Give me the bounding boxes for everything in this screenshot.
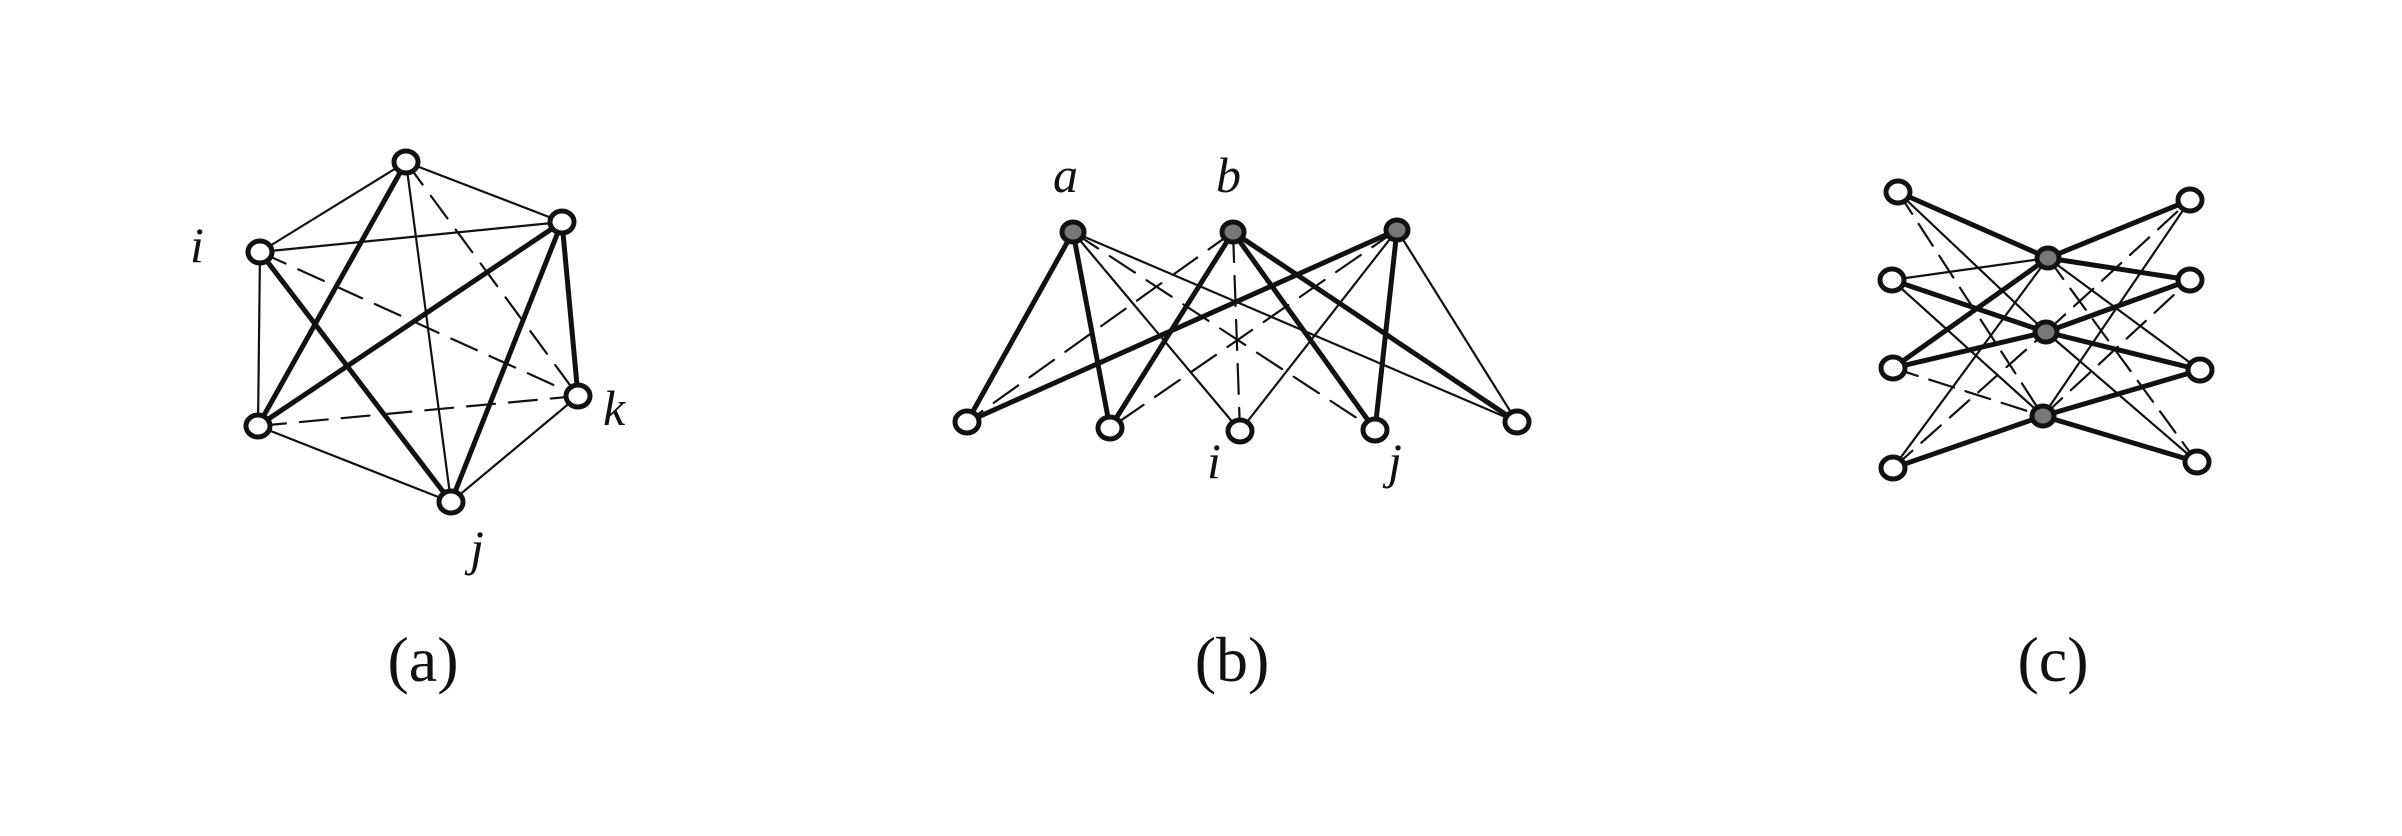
edge-c-right-2-2 <box>2040 367 2203 419</box>
edge-c-right-0-0 <box>2045 197 2193 261</box>
edge-c-right-1-0 <box>2044 198 2192 334</box>
panel-b-label-i: i <box>1207 433 1221 489</box>
edge-a-0-2 <box>404 160 564 224</box>
edge-a-1-5 <box>257 249 454 505</box>
node-b-3 <box>1360 416 1390 444</box>
edge-b-0-4 <box>1071 230 1519 424</box>
node-c-left-0 <box>1883 178 1913 206</box>
node-c-left-2 <box>1878 354 1908 382</box>
panel-a-edges <box>255 159 581 505</box>
edge-b-2-3 <box>1372 227 1400 433</box>
node-a-3 <box>243 412 273 440</box>
node-a-0 <box>391 148 421 176</box>
edge-a-3-4 <box>256 394 580 428</box>
hub-c-1 <box>2032 319 2060 345</box>
node-c-right-1 <box>2175 266 2205 294</box>
node-c-left-1 <box>1877 266 1907 294</box>
panel-c-caption: (c) <box>2017 624 2089 695</box>
edge-b-0-3 <box>1071 230 1377 432</box>
node-b-1 <box>1095 414 1125 442</box>
hub-c-0 <box>2034 245 2062 271</box>
node-a-2 <box>547 208 577 236</box>
edge-a-2-3 <box>255 219 565 429</box>
edge-c-left-3-2 <box>1890 413 2046 471</box>
panel-b-caption: (b) <box>1194 624 1270 695</box>
node-b-2 <box>1225 417 1255 445</box>
node-c-right-3 <box>2182 448 2212 476</box>
hub-b-0 <box>1059 219 1087 245</box>
edge-b-2-0 <box>964 227 1400 425</box>
graph-nodes <box>243 148 2215 516</box>
node-a-4 <box>563 382 593 410</box>
edge-c-left-1-1 <box>1889 277 2049 335</box>
edge-c-left-0-1 <box>1896 190 2048 334</box>
edge-c-left-0-0 <box>1895 189 2051 261</box>
edge-a-2-4 <box>559 219 581 399</box>
edge-b-2-1 <box>1108 228 1399 430</box>
edge-c-right-0-2 <box>2046 256 2202 372</box>
edge-c-right-2-0 <box>2041 198 2192 418</box>
edge-a-1-2 <box>258 220 564 254</box>
edge-b-1-2 <box>1231 230 1242 433</box>
edge-c-right-2-1 <box>2041 278 2192 418</box>
hub-b-2 <box>1383 217 1411 243</box>
edge-c-right-1-2 <box>2043 329 2203 373</box>
edge-c-right-1-3 <box>2044 330 2199 464</box>
edge-b-1-3 <box>1230 229 1378 433</box>
node-b-0 <box>952 408 982 436</box>
node-c-left-3 <box>1878 454 1908 482</box>
edge-b-1-0 <box>965 230 1235 424</box>
edge-c-left-3-1 <box>1891 330 2048 470</box>
edge-c-right-2-3 <box>2040 413 2200 465</box>
hub-c-2 <box>2029 403 2057 429</box>
edge-a-0-3 <box>255 159 409 429</box>
edge-c-left-1-0 <box>1890 256 2050 282</box>
panel-a-label-k: k <box>603 380 626 436</box>
edge-a-4-5 <box>449 394 580 504</box>
panel-b-edges <box>964 227 1520 433</box>
edge-c-left-2-2 <box>1891 366 2045 418</box>
node-b-4 <box>1502 408 1532 436</box>
edge-c-right-0-3 <box>2046 256 2199 464</box>
edge-a-2-5 <box>448 219 565 505</box>
node-c-right-2 <box>2185 356 2215 384</box>
edge-b-2-2 <box>1238 228 1399 433</box>
edge-c-right-0-1 <box>2045 255 2193 283</box>
edge-b-2-4 <box>1395 228 1519 424</box>
edge-a-1-4 <box>258 250 580 398</box>
edge-b-0-2 <box>1071 230 1242 433</box>
edge-c-left-2-1 <box>1890 329 2049 371</box>
panel-a-caption: (a) <box>387 624 459 695</box>
edge-b-0-1 <box>1070 229 1113 431</box>
panel-b-label-b: b <box>1216 147 1241 203</box>
edge-a-0-1 <box>258 160 408 254</box>
node-a-5 <box>436 488 466 516</box>
panel-a-label-j: j <box>464 520 484 576</box>
node-c-right-0 <box>2175 186 2205 214</box>
node-a-1 <box>245 238 275 266</box>
edge-a-1-3 <box>256 250 262 428</box>
edge-b-1-4 <box>1230 229 1520 425</box>
edge-b-0-0 <box>964 229 1076 425</box>
hub-b-1 <box>1219 219 1247 245</box>
panel-b-label-a: a <box>1053 147 1078 203</box>
panel-b-label-j: j <box>1382 433 1402 489</box>
edge-a-0-5 <box>404 160 453 504</box>
edge-a-0-4 <box>404 160 580 398</box>
panel-c-edges <box>1889 189 2203 471</box>
edge-a-3-5 <box>256 424 453 504</box>
edge-c-left-3-0 <box>1891 256 2050 470</box>
edge-c-left-2-0 <box>1890 255 2051 371</box>
panel-a-label-i: i <box>190 217 204 273</box>
